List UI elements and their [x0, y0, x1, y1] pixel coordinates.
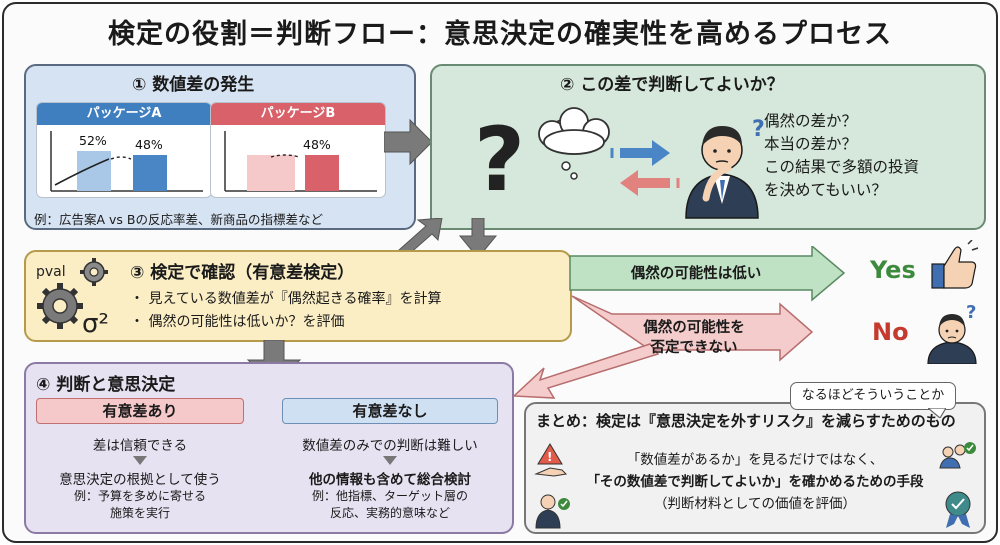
gears-stats-icon: pval σ² [36, 258, 109, 338]
not-significant-line1: 数値差のみでの判断は難しい [302, 438, 478, 454]
chart-card-package-b: パッケージB 48% [210, 102, 386, 198]
down-arrow-icon [458, 218, 498, 259]
panel-step3 [24, 250, 572, 342]
bullet-2: ・ 偶然の可能性は低いか？を評価 [130, 314, 345, 330]
question-4: を決めてもいい？ [764, 181, 887, 199]
bar-b2 [305, 155, 339, 191]
package-a-label: パッケージA [37, 103, 211, 125]
decision-flow-arrows [512, 246, 846, 399]
significant-example2: 施策を実行 [109, 506, 170, 520]
award-badge-icon [945, 491, 971, 528]
page-title: 検定の役割＝判断フロー：意思決定の確実性を高めるプロセス [108, 19, 892, 50]
red-arrow-left-icon [620, 170, 680, 196]
significant-example1: 例：予算を多めに寄せる [73, 489, 206, 503]
not-significant-line2: 他の情報も含めて総合検討 [309, 472, 471, 488]
question-icon: ? [966, 302, 976, 323]
question-1: 偶然の差か？ [764, 112, 858, 130]
thought-cloud-icon [538, 107, 610, 155]
no-text: No [872, 318, 909, 346]
question-mark-icon: ? [474, 108, 525, 211]
step1-example: 例：広告案A vs Bの反応率差、新商品の指標差など [34, 212, 323, 227]
summary-line2: 「その数値差で判断してよいか」を確かめるための手段 [586, 474, 924, 490]
bar-b1 [247, 155, 295, 191]
small-gear-icon [80, 258, 108, 286]
no-arrow [571, 295, 814, 362]
yes-arrow [569, 246, 846, 302]
trend-dash [110, 156, 132, 160]
no-flow-label-1: 偶然の可能性を [643, 320, 745, 336]
not-significant-example2: 反応、実務的意味など [329, 506, 450, 520]
yes-text: Yes [870, 256, 916, 284]
pval-text: pval [36, 264, 66, 280]
blue-arrow-right-icon [610, 140, 670, 166]
step3-bullets: ・ 見えている数値差が『偶然起きる確率』を計算 ・ 偶然の可能性は低いか？を評価 [130, 288, 441, 334]
arrow-right-icon [384, 118, 433, 166]
question-2: 本当の差か？ [764, 135, 858, 153]
large-gear-icon [37, 283, 83, 329]
trend-line [54, 158, 110, 186]
chart-card-package-a: パッケージA 52% 48% [36, 102, 212, 198]
puzzled-person-icon: ? [927, 302, 977, 364]
significant-line1: 差は信頼できる [92, 438, 188, 454]
bar-b-label: 48% [135, 137, 163, 152]
trend-dash [270, 154, 300, 158]
panel-step4 [24, 362, 514, 534]
no-flow-label-2: 否定できない [650, 340, 738, 356]
yes-flow-label: 偶然の可能性は低い [630, 266, 762, 282]
thinking-illustration: ? ? [474, 107, 765, 219]
significant-line2: 意思決定の根拠として使う [59, 472, 221, 488]
summary-line3: （判断材料としての価値を評価） [653, 496, 857, 512]
summary-right-icons [939, 442, 976, 528]
person-check-icon [535, 494, 570, 529]
step1-title: ① 数値差の発生 [132, 75, 255, 95]
bar-b-label: 48% [303, 137, 331, 152]
small-question-icon: ? [752, 117, 765, 142]
step4-title: ④ 判断と意思決定 [36, 375, 176, 395]
svg-text:!: ! [547, 450, 552, 464]
step2-title: ② この差で判断してよいか？ [560, 75, 784, 95]
team-check-icon [939, 442, 976, 469]
thumbs-up-icon [931, 240, 979, 289]
package-a-mini-chart: 52% 48% [50, 131, 203, 192]
sigma-text: σ² [82, 309, 109, 338]
small-down-arrow-icon [133, 456, 147, 465]
package-b-label: パッケージB [211, 103, 385, 125]
bubble-tail [928, 408, 946, 418]
bar-b [133, 155, 167, 191]
bar-a-label: 52% [79, 133, 107, 148]
small-down-arrow-icon [383, 456, 397, 465]
hand-warning-icon: ! [534, 443, 568, 477]
significant-tag: 有意差あり [36, 398, 244, 424]
speech-bubble: なるほどそういうことか [790, 382, 956, 410]
no-flow-label: 偶然の可能性を 否定できない [612, 318, 776, 358]
question-3: この結果で多額の投資 [764, 158, 920, 176]
package-b-mini-chart: 48% [224, 131, 377, 192]
not-significant-example1: 例：他指標、ターゲット層の [311, 489, 468, 503]
not-significant-tag: 有意差なし [282, 398, 498, 424]
summary-left-icons: ! [534, 443, 570, 529]
bullet-1: ・ 見えている数値差が『偶然起きる確率』を計算 [130, 291, 442, 307]
panel-summary [524, 402, 986, 534]
step2-questions: 偶然の差か？ 本当の差か？ この結果で多額の投資 を決めてもいい？ [764, 110, 919, 202]
thinking-person-icon [685, 126, 759, 219]
step3-title: ③ 検定で確認（有意差検定） [130, 263, 355, 283]
summary-title: まとめ：検定は『意思決定を外すリスク』を減らすためのもの [536, 412, 956, 430]
back-arrow [512, 343, 660, 399]
summary-line1: 「数値差があるか」を見るだけではなく、 [626, 452, 884, 468]
